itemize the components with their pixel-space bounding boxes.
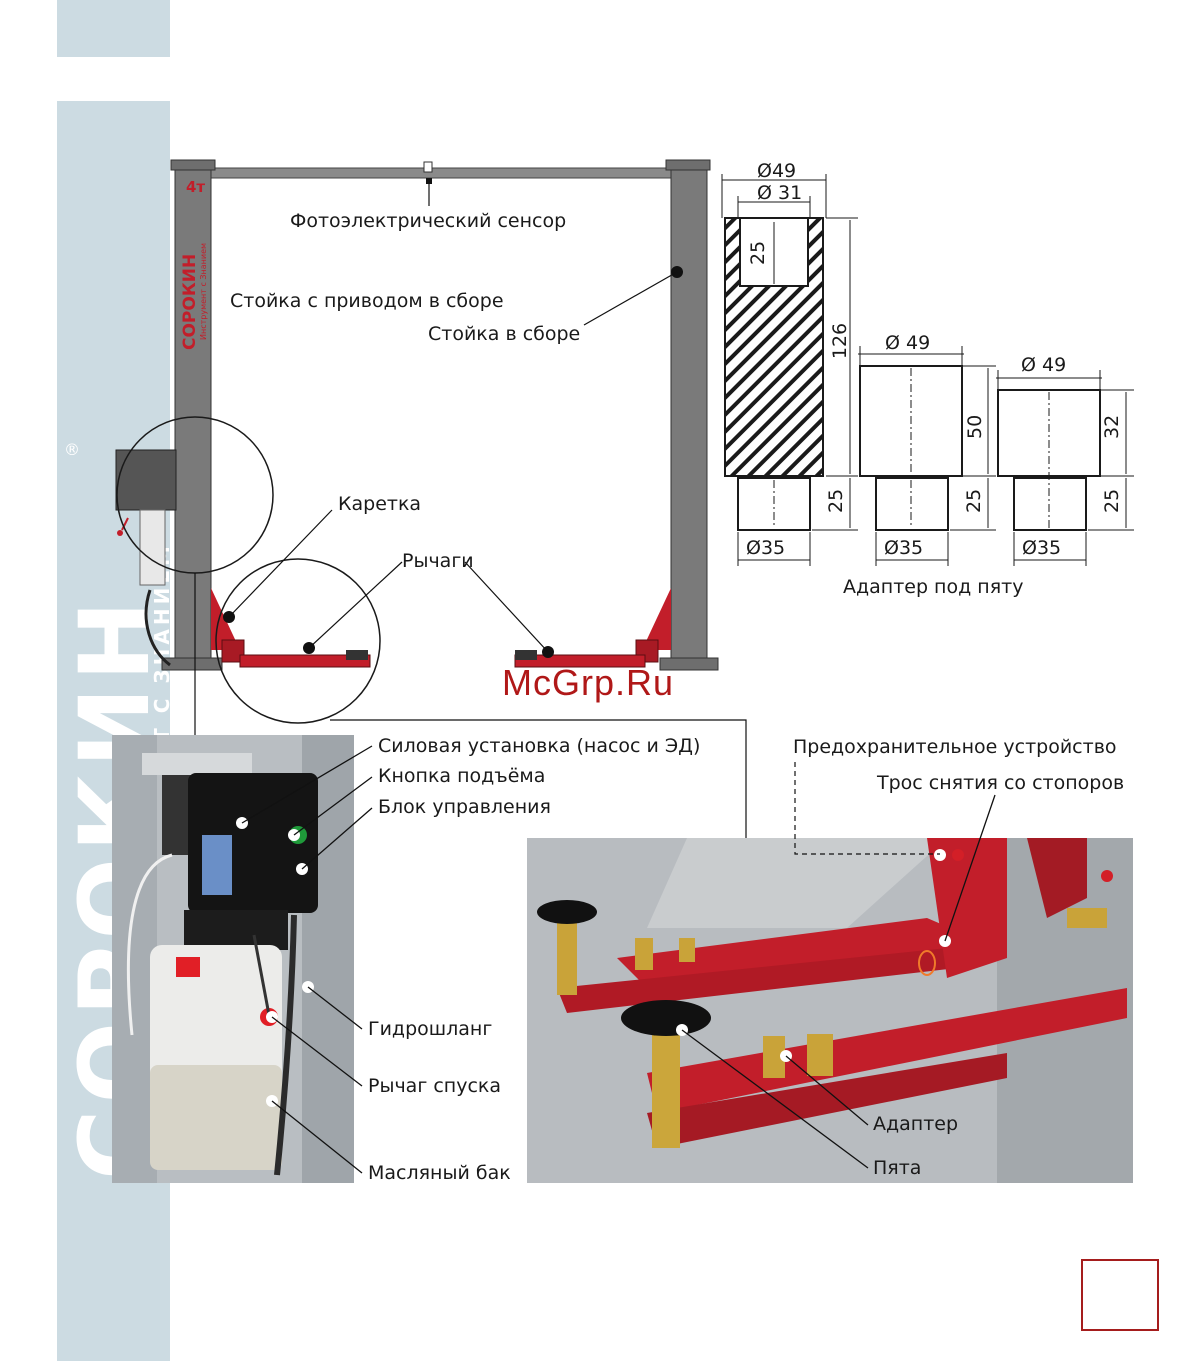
left-post: [174, 169, 212, 661]
label-control-box: Блок управления: [378, 796, 551, 818]
arms-photo: [527, 838, 1133, 1183]
right-carriage: [642, 588, 671, 650]
label-release-cable: Трос снятия со стопоров: [877, 772, 1125, 794]
capacity-badge: 4т: [186, 178, 206, 196]
dim-b-d: Ø 49: [885, 332, 931, 354]
label-hose: Гидрошланг: [368, 1018, 493, 1040]
label-safety-device: Предохранительное устройство: [793, 736, 1117, 758]
label-photo-sensor: Фотоэлектрический сенсор: [290, 210, 567, 232]
watermark: McGrp.Ru: [502, 662, 675, 703]
dim-a-outer: Ø49: [757, 160, 797, 182]
label-carriage: Каретка: [338, 493, 422, 515]
sidebar-top-tab: [57, 0, 170, 57]
label-post: Стойка в сборе: [428, 323, 581, 345]
dim-b-pin-d: Ø35: [884, 537, 924, 559]
dim-a-pin-d: Ø35: [746, 537, 786, 559]
label-drive-post: Стойка с приводом в сборе: [230, 290, 504, 312]
label-arms: Рычаги: [402, 550, 474, 572]
dim-c-d: Ø 49: [1021, 354, 1067, 376]
right-post: [670, 169, 708, 661]
page-number-box: [1081, 1259, 1159, 1331]
registered-mark: ®: [64, 440, 80, 459]
label-adapter: Адаптер: [873, 1113, 959, 1135]
label-oil-tank: Масляный бак: [368, 1162, 511, 1184]
power-unit-photo: [112, 735, 354, 1183]
label-pad: Пята: [873, 1157, 922, 1179]
adapter-caption: Адаптер под пяту: [843, 576, 1024, 598]
dim-c-pin-d: Ø35: [1022, 537, 1062, 559]
detail-circle-arm: [215, 558, 381, 724]
label-power-unit: Силовая установка (насос и ЭД): [378, 735, 701, 757]
label-lift-button: Кнопка подъёма: [378, 765, 546, 787]
dim-a-inner: Ø 31: [757, 182, 803, 204]
label-release-lever: Рычаг спуска: [368, 1075, 502, 1097]
right-arm: [514, 654, 646, 668]
left-arm: [239, 654, 371, 668]
